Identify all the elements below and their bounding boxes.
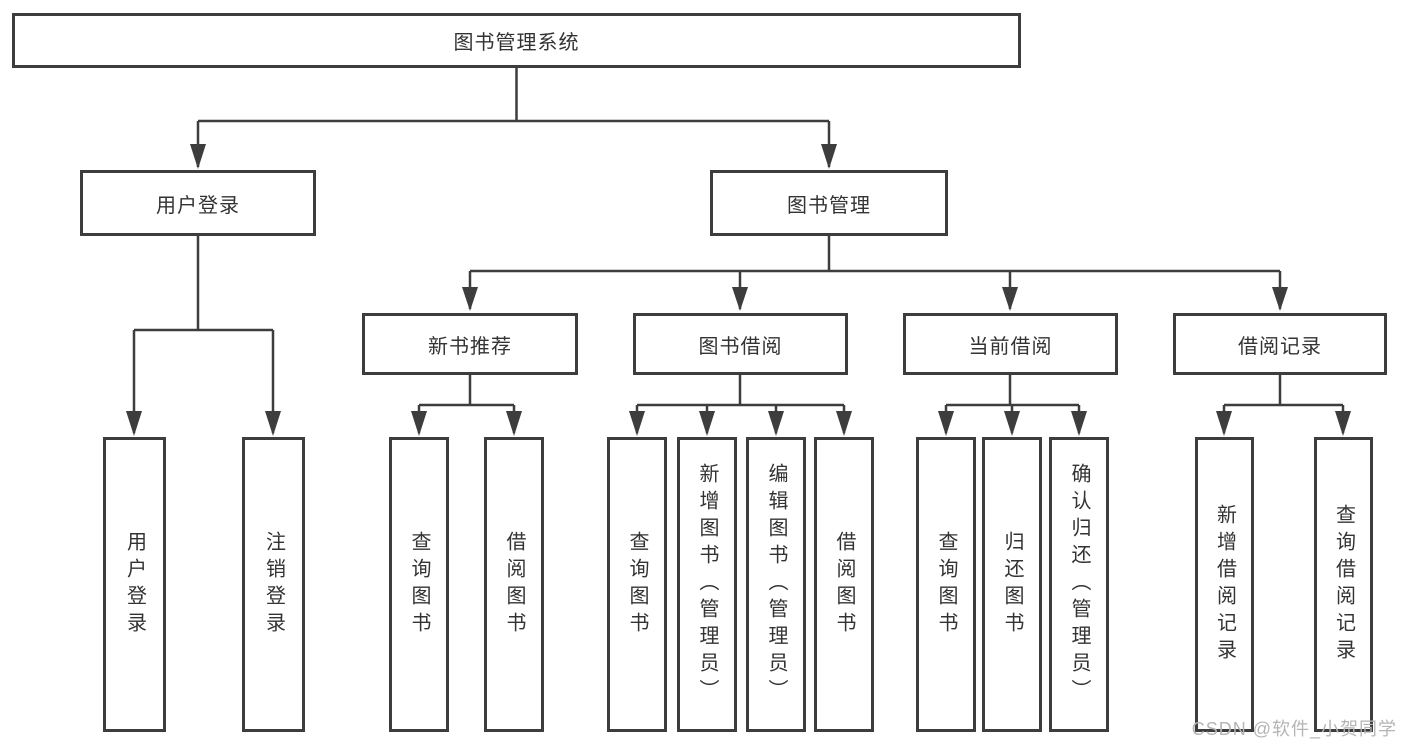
leaf-logout: 注销登录 [242,437,305,732]
leaf-add-books-admin: 新增图书（管理员） [677,437,737,732]
connector-borrow-to-leaves [629,375,852,436]
leaf-query-books-3: 查询图书 [916,437,976,732]
node-book-management: 图书管理 [710,170,948,236]
node-new-book-recommend: 新书推荐 [362,313,578,375]
leaf-query-borrow-record: 查询借阅记录 [1314,437,1373,732]
leaf-return-books: 归还图书 [982,437,1042,732]
node-book-borrowing: 图书借阅 [633,313,848,375]
leaf-confirm-return-admin: 确认归还（管理员） [1049,437,1109,732]
connector-newbooks-to-leaves [411,375,522,436]
connector-current-to-leaves [938,375,1087,436]
connector-root-to-level2 [190,68,837,169]
leaf-query-books-1: 查询图书 [389,437,449,732]
leaf-add-borrow-record: 新增借阅记录 [1195,437,1254,732]
leaf-borrow-books-1: 借阅图书 [484,437,544,732]
leaf-edit-books-admin: 编辑图书（管理员） [746,437,806,732]
connector-bookmgmt-to-level3 [462,236,1288,311]
leaf-borrow-books-2: 借阅图书 [814,437,874,732]
connector-userlogin-to-leaves [126,236,281,436]
connector-records-to-leaves [1216,375,1351,436]
node-user-login: 用户登录 [80,170,316,236]
leaf-query-books-2: 查询图书 [607,437,667,732]
node-borrowing-records: 借阅记录 [1173,313,1387,375]
node-root-system: 图书管理系统 [12,13,1021,68]
leaf-user-login: 用户登录 [103,437,166,732]
node-current-borrowing: 当前借阅 [903,313,1118,375]
